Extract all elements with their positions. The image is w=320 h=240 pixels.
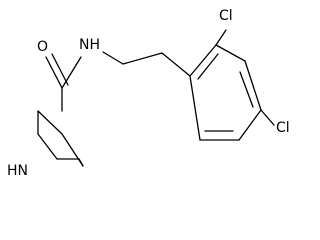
- bond-c4-c5: [37, 133, 58, 160]
- bond-ar-c3-c4: [244, 60, 262, 111]
- ethyl-linker: [102, 51, 191, 77]
- dichlorophenyl-ring: [189, 29, 275, 141]
- bond-ar-inner-1: [197, 53, 219, 80]
- bond-ar-c1-c2: [189, 44, 217, 77]
- bond-ar-cl-para: [260, 109, 275, 126]
- bond-ar-cl-ortho: [215, 29, 227, 46]
- bond-n-ch2: [102, 51, 124, 65]
- bond-carbonyl-o-1: [45, 56, 63, 89]
- atom-labels: O NH HN Cl Cl: [7, 8, 290, 179]
- piperidine-ring: [37, 110, 84, 167]
- bond-ch2-ch2: [122, 52, 163, 65]
- bond-ch2-aryl: [161, 52, 191, 77]
- carboxamide-group: [45, 53, 82, 112]
- oxygen-label: O: [37, 39, 48, 55]
- bond-carbonyl-n: [61, 56, 82, 89]
- bond-ar-c6-c1: [189, 75, 201, 141]
- bond-ar-inner-2: [239, 71, 254, 108]
- cl-para-label: Cl: [276, 120, 290, 136]
- bond-c2-c3: [37, 110, 63, 135]
- bond-ar-c2-c3: [215, 44, 246, 62]
- ring-nh-label: HN: [7, 163, 28, 179]
- bond-carbonyl-o-2: [51, 53, 69, 86]
- cl-ortho-label: Cl: [219, 8, 233, 24]
- bond-ar-c4-c5: [238, 109, 262, 141]
- amide-nh-label: NH: [79, 37, 100, 53]
- bond-nh-c2: [61, 133, 84, 167]
- chemical-structure-diagram: O NH HN Cl Cl: [7, 8, 290, 179]
